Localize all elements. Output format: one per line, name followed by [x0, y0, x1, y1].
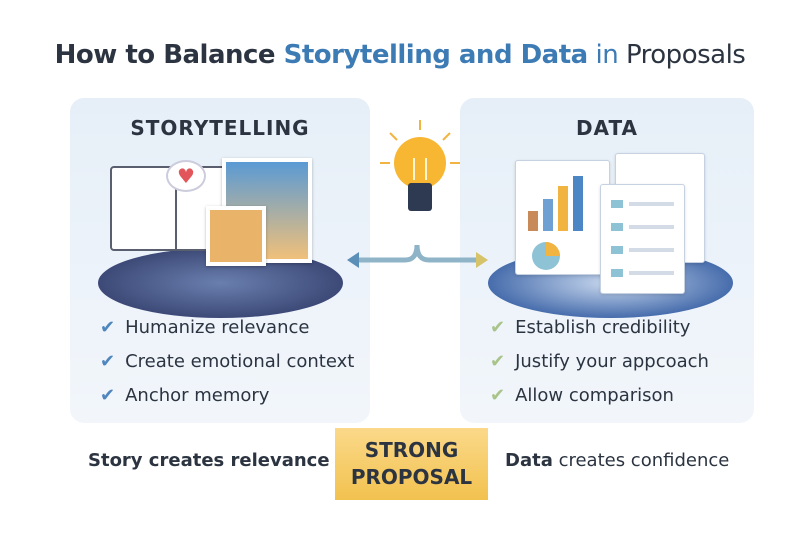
check-icon: ✔: [490, 350, 506, 372]
list-item: ✔Anchor memory: [100, 384, 270, 406]
lightbulb-icon: [380, 120, 460, 211]
check-icon: ✔: [490, 316, 506, 338]
list-item: ✔Create emotional context: [100, 350, 355, 372]
list-item: ✔Establish credibility: [490, 316, 691, 338]
double-arrow-icon: [347, 244, 488, 268]
data-panel: DATA ✔Establish credibility ✔Justify you…: [460, 98, 754, 423]
data-heading: DATA: [575, 116, 639, 140]
storytelling-heading: STORYTELLING: [130, 116, 310, 140]
bar-chart-icon: [515, 160, 610, 275]
list-item: ✔Humanize relevance: [100, 316, 310, 338]
page-title: How to Balance Storytelling and Data in …: [54, 40, 746, 70]
heart-icon: ♥: [166, 160, 206, 192]
list-item: ✔Allow comparison: [490, 384, 674, 406]
check-icon: ✔: [100, 350, 116, 372]
story-tagline: Story creates relevance: [88, 450, 330, 471]
check-icon: ✔: [100, 316, 116, 338]
list-item: ✔Justify your appcoach: [490, 350, 709, 372]
data-tagline: Data creates confidence: [505, 450, 730, 471]
report-icon: [600, 184, 685, 294]
check-icon: ✔: [100, 384, 116, 406]
storytelling-panel: STORYTELLING ♥ ✔Humanize relevance ✔Crea…: [70, 98, 370, 423]
check-icon: ✔: [490, 384, 506, 406]
child-photo-icon: [206, 206, 266, 266]
